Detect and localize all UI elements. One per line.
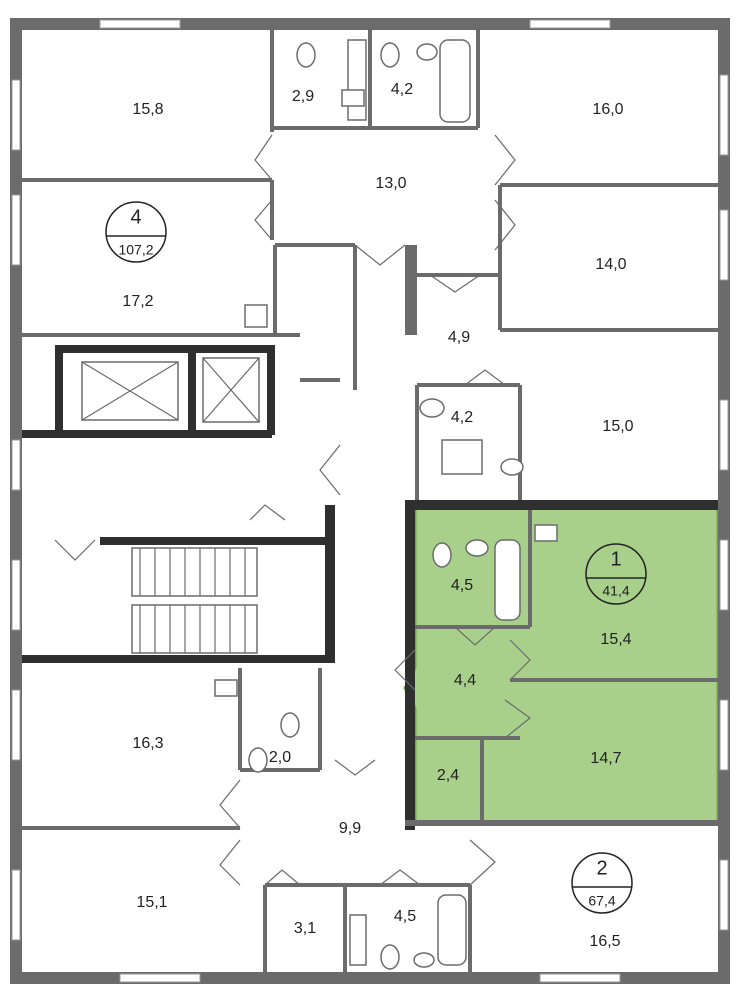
interior-walls xyxy=(22,30,718,972)
room-area-label: 4,9 xyxy=(448,329,470,346)
room-area-label: 16,3 xyxy=(132,735,163,752)
room-area-label: 4,5 xyxy=(394,908,416,925)
room-area-label: 2,9 xyxy=(292,88,314,105)
room-area-label: 4,5 xyxy=(451,577,473,594)
room-area-label: 9,9 xyxy=(339,820,361,837)
room-area-label: 4,4 xyxy=(454,672,476,689)
room-area-label: 15,1 xyxy=(136,894,167,911)
room-area-label: 4,2 xyxy=(391,81,413,98)
apartment-number: 1 xyxy=(610,548,621,570)
room-area-label: 16,5 xyxy=(589,933,620,950)
room-area-label: 16,0 xyxy=(592,101,623,118)
room-area-label: 14,7 xyxy=(590,750,621,767)
apartment-badge-4[interactable]: 4 107,2 xyxy=(105,201,167,263)
apartment-badge-2[interactable]: 2 67,4 xyxy=(571,852,633,914)
apartment-area: 67,4 xyxy=(588,893,615,909)
room-area-label: 2,0 xyxy=(269,749,291,766)
room-area-label: 15,4 xyxy=(600,631,631,648)
room-area-label: 3,1 xyxy=(294,920,316,937)
doors xyxy=(54,134,531,886)
fixtures xyxy=(214,39,558,970)
room-area-label: 13,0 xyxy=(375,175,406,192)
apartment-number: 4 xyxy=(130,206,141,228)
apartment-area: 41,4 xyxy=(602,583,629,599)
room-area-label: 15,8 xyxy=(132,101,163,118)
elevators xyxy=(81,357,260,423)
room-area-label: 15,0 xyxy=(602,418,633,435)
room-area-label: 14,0 xyxy=(595,256,626,273)
apartment-number: 2 xyxy=(596,857,607,879)
apartment-badge-1[interactable]: 1 41,4 xyxy=(585,543,647,605)
room-labels: 15,8 2,9 4,2 16,0 13,0 14,0 17,2 4,9 4,2… xyxy=(122,81,633,950)
apartment-area: 107,2 xyxy=(118,242,153,258)
room-area-label: 4,2 xyxy=(451,409,473,426)
windows xyxy=(11,19,729,983)
room-area-label: 17,2 xyxy=(122,293,153,310)
staircase xyxy=(131,547,258,654)
room-area-label: 2,4 xyxy=(437,767,459,784)
